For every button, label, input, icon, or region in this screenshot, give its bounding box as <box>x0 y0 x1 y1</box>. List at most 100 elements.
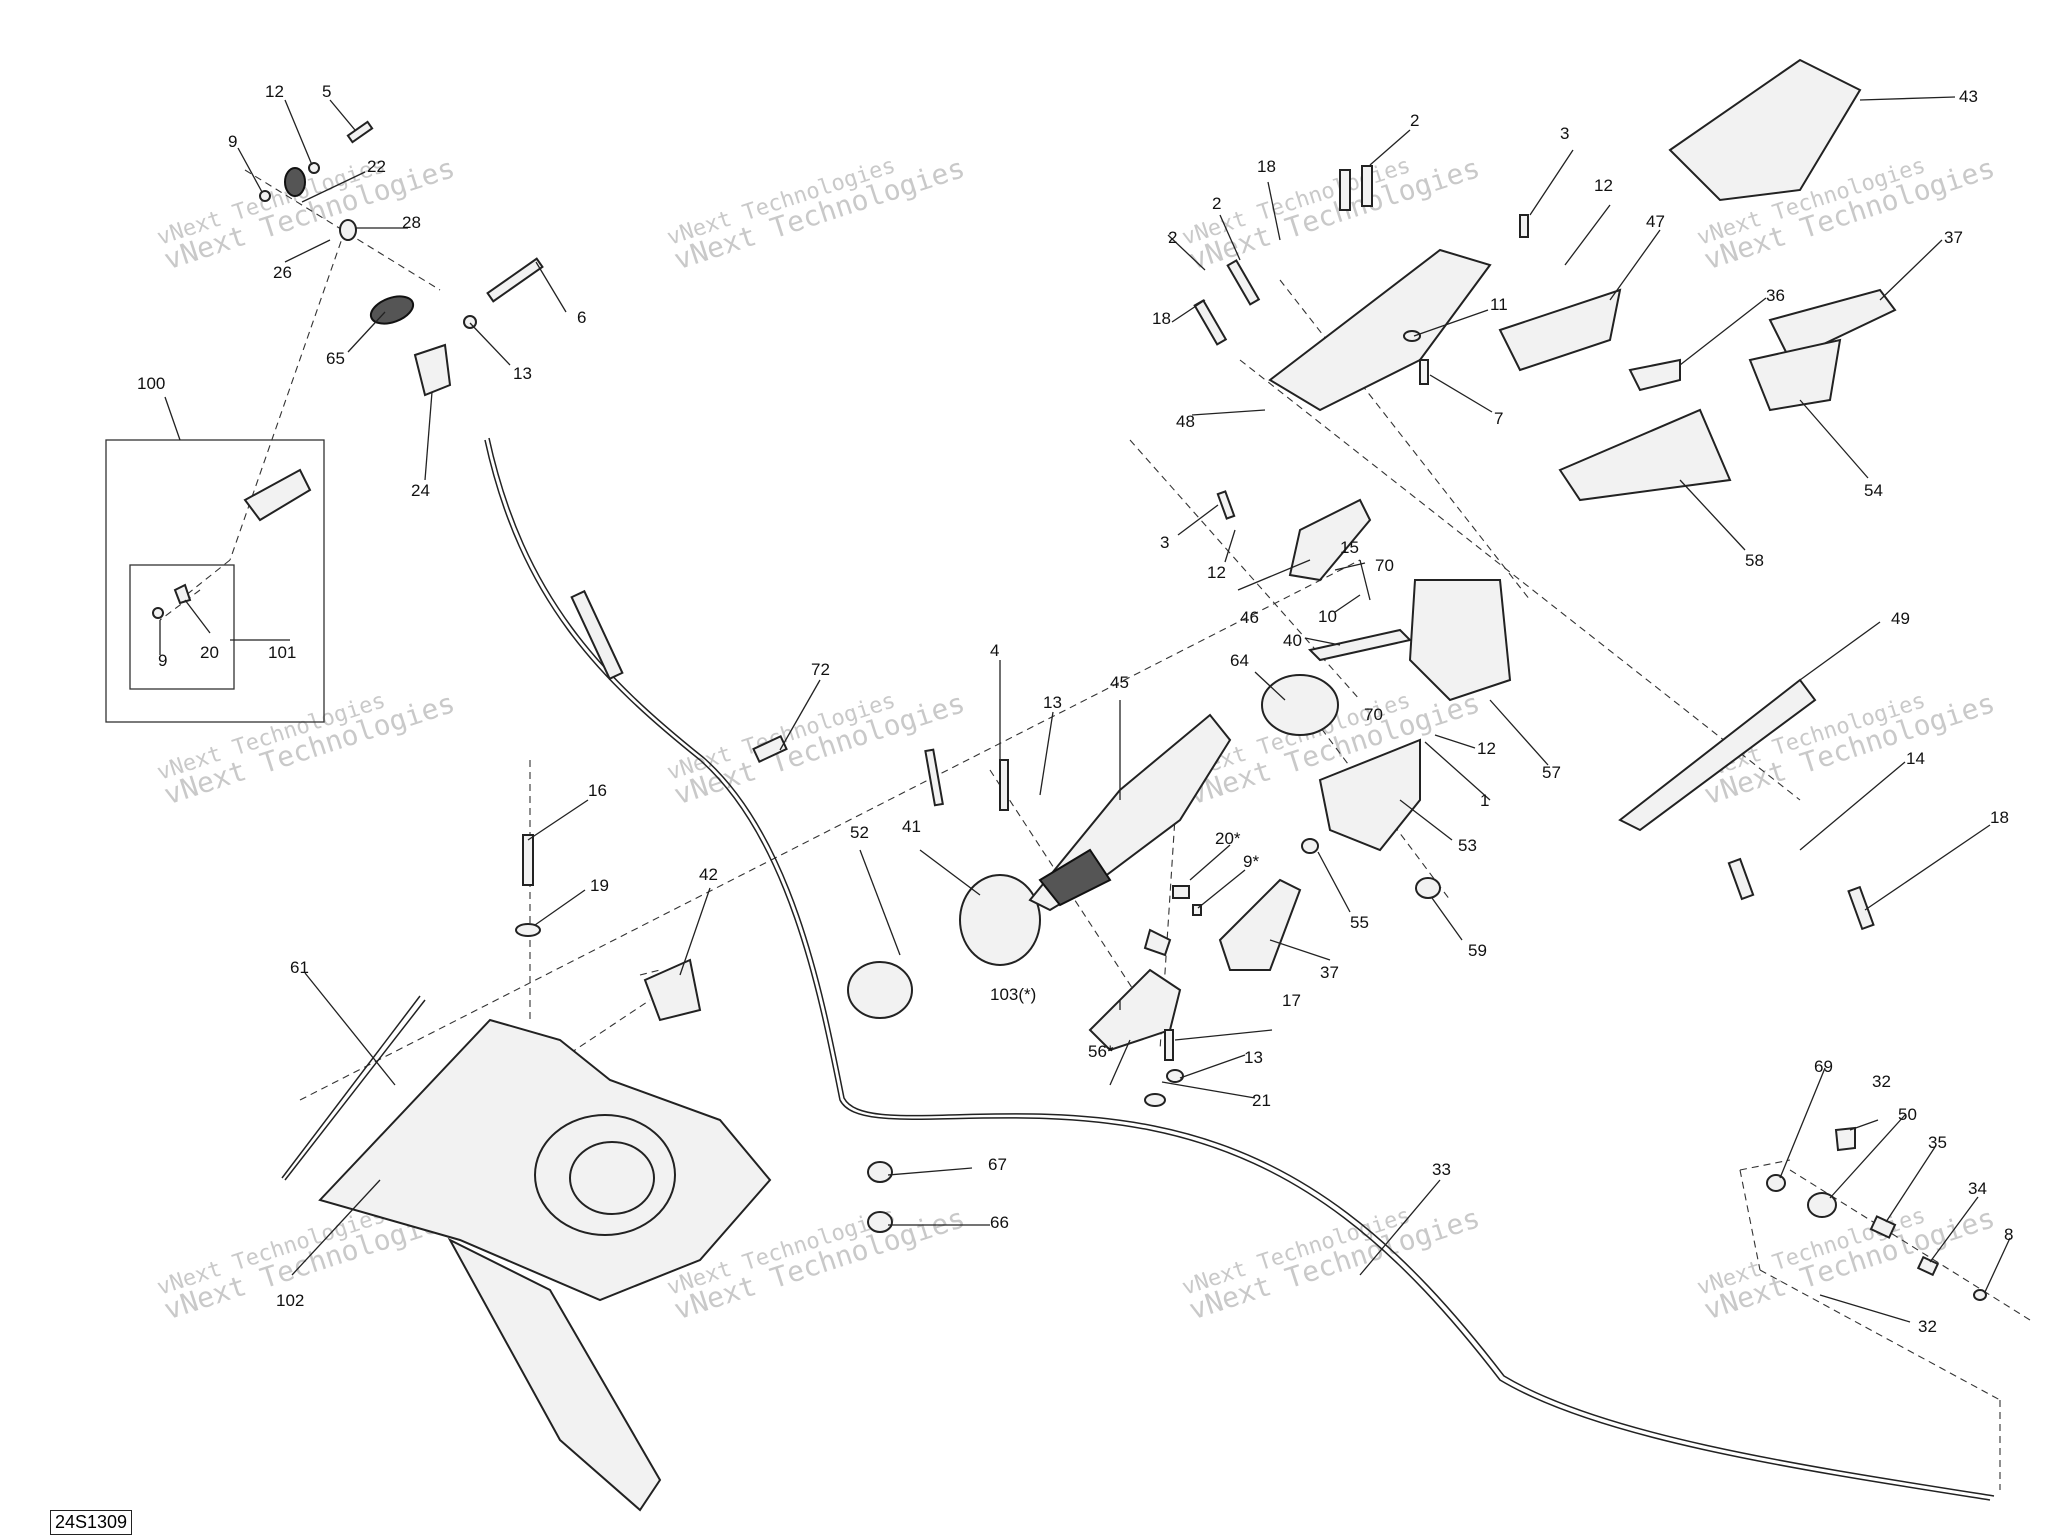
cover-48 <box>1268 248 1492 412</box>
bolt-2b <box>1361 165 1373 207</box>
screw-7 <box>1419 359 1429 385</box>
washer-11 <box>1403 330 1421 342</box>
callout-12c: 12 <box>1207 563 1226 582</box>
callout-9: 9 <box>228 132 237 151</box>
bracket-49 <box>1618 678 1817 832</box>
switch-36 <box>1628 358 1681 392</box>
switch-housing-57 <box>1408 579 1512 702</box>
callout-41: 41 <box>902 817 921 836</box>
callout-13b: 13 <box>1043 693 1062 712</box>
callout-18b: 18 <box>1257 157 1276 176</box>
screw-4 <box>999 759 1009 811</box>
callout-101: 101 <box>268 643 296 662</box>
washer-12 <box>308 162 320 174</box>
callout-69: 69 <box>1814 1057 1833 1076</box>
callout-58: 58 <box>1745 551 1764 570</box>
callout-49: 49 <box>1891 609 1910 628</box>
lower-housing-102 <box>281 995 772 1512</box>
bolt-6 <box>486 257 544 303</box>
screw-16 <box>522 834 534 886</box>
callout-32b: 32 <box>1918 1317 1937 1336</box>
callout-35: 35 <box>1928 1133 1947 1152</box>
callout-70: 70 <box>1364 705 1383 724</box>
boot-24 <box>413 343 452 397</box>
callout-14: 14 <box>1906 749 1925 768</box>
callout-66: 66 <box>990 1213 1009 1232</box>
axis-line <box>1239 359 1801 801</box>
callout-6: 6 <box>577 308 586 327</box>
switch-assembly <box>1144 498 1512 1107</box>
callout-11: 11 <box>1490 295 1508 314</box>
callout-42: 42 <box>699 865 718 884</box>
callout-34: 34 <box>1968 1179 1987 1198</box>
throttle-cable <box>484 439 1991 1501</box>
cable-adjuster <box>1766 1126 1987 1301</box>
callout-15: 15 <box>1340 538 1359 557</box>
callout-5: 5 <box>322 82 331 101</box>
callout-3b: 3 <box>1560 124 1569 143</box>
clip-20 <box>173 583 192 605</box>
callout-22: 22 <box>367 157 386 176</box>
callout-2b: 2 <box>1212 194 1221 213</box>
rod-61-edge <box>281 995 421 1179</box>
callout-10: 10 <box>1318 607 1337 626</box>
callout-16: 16 <box>588 781 607 800</box>
callout-43: 43 <box>1959 87 1978 106</box>
callout-37: 37 <box>1320 963 1339 982</box>
callout-21: 21 <box>1252 1091 1271 1110</box>
cap-21 <box>1144 1093 1166 1107</box>
nut-50 <box>1807 1192 1837 1218</box>
bolt-18c <box>1847 885 1875 931</box>
callout-32: 32 <box>1872 1072 1891 1091</box>
assembly-101-box <box>129 564 235 690</box>
cover-103 <box>1088 968 1182 1052</box>
assembly-100-box <box>105 439 325 723</box>
callout-61: 61 <box>290 958 309 977</box>
cable-ferrule <box>570 589 624 681</box>
clip-66 <box>867 1211 893 1233</box>
axis-line <box>1759 1269 2001 1401</box>
callout-53: 53 <box>1458 836 1477 855</box>
washer-13b <box>1166 1069 1184 1083</box>
band-41 <box>959 874 1041 966</box>
washer-69 <box>1766 1174 1786 1192</box>
callout-20: 20 <box>200 643 219 662</box>
axis-line <box>159 589 201 621</box>
lower-center-parts <box>515 734 1041 1233</box>
callout-100: 100 <box>137 374 165 393</box>
callout-3: 3 <box>1160 533 1169 552</box>
plug-55 <box>1301 838 1319 854</box>
callout-57: 57 <box>1542 763 1561 782</box>
callout-40: 40 <box>1283 631 1302 650</box>
callout-17: 17 <box>1282 991 1301 1010</box>
washer-13 <box>463 315 477 329</box>
callout-46: 46 <box>1240 608 1259 627</box>
clip-67 <box>867 1161 893 1183</box>
handlebar-upper <box>1193 58 1897 931</box>
screw-3b <box>1519 214 1529 238</box>
callout-67: 67 <box>988 1155 1007 1174</box>
axis-line <box>1739 1159 1791 1171</box>
callout-37b: 37 <box>1944 228 1963 247</box>
callout-20star: 20* <box>1215 829 1241 848</box>
callout-18: 18 <box>1152 309 1171 328</box>
bracket-42 <box>643 958 702 1022</box>
callout-56star: 56* <box>1088 1042 1114 1061</box>
callout-59: 59 <box>1468 941 1487 960</box>
sleeve-35 <box>1869 1215 1897 1239</box>
washer-19 <box>515 923 541 937</box>
housing-stem <box>447 1237 662 1512</box>
leader-lines <box>159 96 2011 1323</box>
callout-13: 13 <box>513 364 532 383</box>
bolt-2a <box>1339 169 1351 211</box>
cover-56 <box>1143 928 1172 957</box>
grip-37b <box>1768 288 1897 362</box>
bracket-100 <box>243 468 312 522</box>
callout-54: 54 <box>1864 481 1883 500</box>
callout-9star: 9* <box>1243 852 1259 871</box>
callout-72: 72 <box>811 660 830 679</box>
throttle-body <box>924 713 1232 1052</box>
nut-9b <box>152 607 164 619</box>
callout-70b: 70 <box>1375 556 1394 575</box>
